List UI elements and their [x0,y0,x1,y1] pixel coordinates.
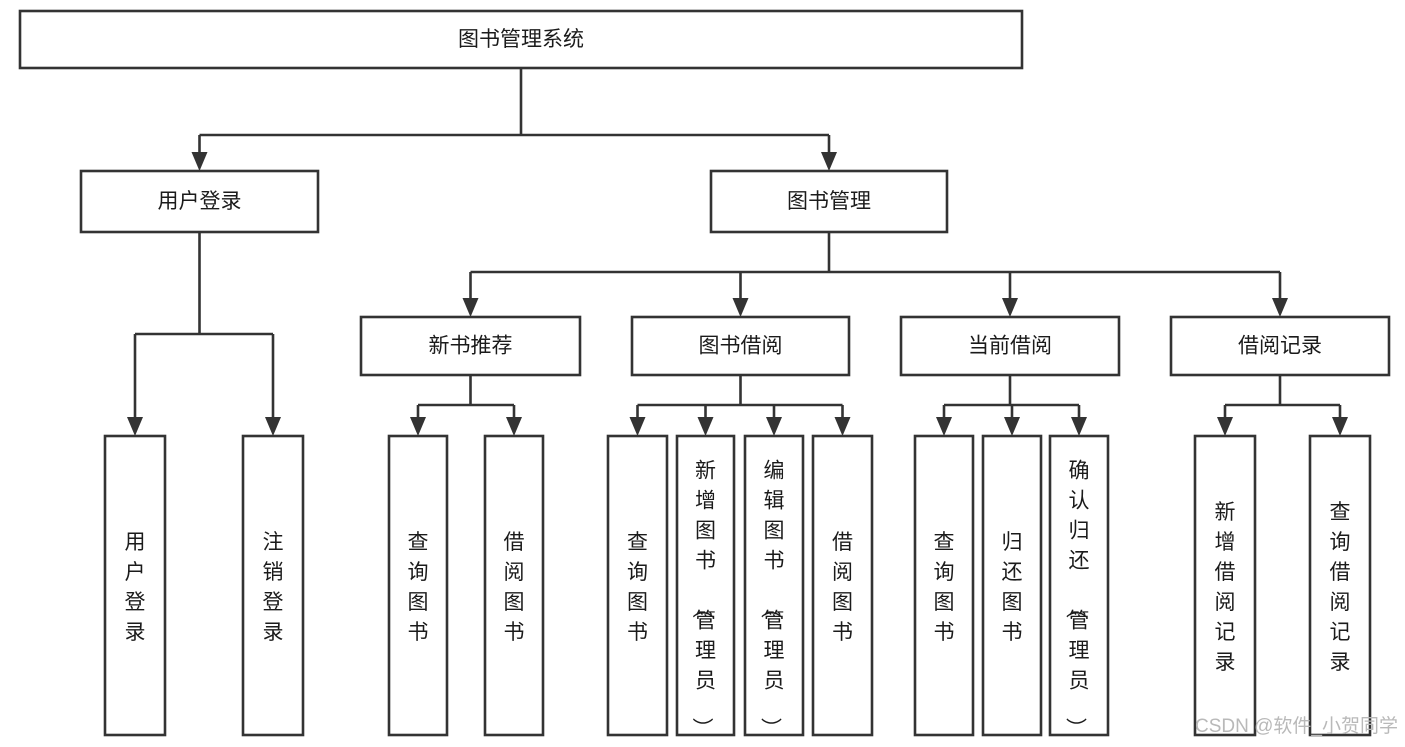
node-book-management-label: 图书管理 [787,190,871,213]
leaf-node[interactable]: 查询图书 [606,434,669,737]
arrow-head-icon [410,417,426,436]
node-user-login[interactable]: 用户登录 [79,169,320,234]
node-book-borrow[interactable]: 图书借阅 [630,315,851,377]
arrow-head-icon [629,417,646,436]
leaf-node[interactable]: 归还图书 [981,434,1043,737]
connectors-layer [127,68,1348,436]
arrow-head-icon [1004,417,1020,436]
leaf-node[interactable]: 新增图书（管理员） [675,434,736,738]
leaf-node[interactable]: 借阅图书 [483,434,545,737]
arrow-head-icon [732,298,749,317]
leaf-node[interactable]: 用户登录 [103,434,167,737]
arrow-head-icon [697,417,714,436]
leaf-node-label: 注销登录 [263,531,284,644]
leaf-node[interactable]: 查询借阅记录 [1308,434,1372,737]
node-book-management[interactable]: 图书管理 [709,169,949,234]
leaf-node-label: 用户登录 [125,531,146,644]
node-borrow-record[interactable]: 借阅记录 [1169,315,1391,377]
node-book-borrow-label: 图书借阅 [699,335,783,358]
arrow-head-icon [834,417,851,436]
leaf-node[interactable]: 编辑图书（管理员） [743,434,805,738]
leaf-node[interactable]: 借阅图书 [811,434,874,737]
arrow-head-icon [506,417,522,436]
arrow-head-icon [1272,298,1288,317]
leaf-node[interactable]: 查询图书 [387,434,449,737]
node-user-login-label: 用户登录 [158,190,242,213]
node-current-borrow-label: 当前借阅 [968,335,1052,358]
leaf-node-label: 借阅图书 [832,531,853,644]
arrow-head-icon [821,152,837,171]
leaf-node-label: 查询图书 [934,531,955,644]
arrow-head-icon [1217,417,1233,436]
node-boxes-layer: 图书管理系统用户登录图书管理新书推荐图书借阅当前借阅借阅记录用户登录注销登录查询… [18,9,1391,738]
arrow-head-icon [936,417,952,436]
leaf-node-label: 归还图书 [1002,531,1023,644]
leaf-node-label: 确认归还（管理员） [1064,459,1090,738]
leaf-node-label: 编辑图书（管理员） [759,459,785,738]
node-current-borrow[interactable]: 当前借阅 [899,315,1121,377]
arrow-head-icon [191,152,208,171]
leaf-node-label: 借阅图书 [504,531,525,644]
arrow-head-icon [1071,417,1087,436]
leaf-node-label: 查询借阅记录 [1330,501,1351,674]
csdn-watermark: CSDN @软件_小贺同学 [1195,715,1398,737]
leaf-node-label: 查询图书 [627,531,648,644]
arrow-head-icon [1332,417,1348,436]
leaf-node[interactable]: 注销登录 [241,434,305,737]
arrow-head-icon [462,298,479,317]
leaf-node-label: 查询图书 [408,531,429,644]
leaf-node-label: 新增图书（管理员） [690,459,716,738]
node-root-system[interactable]: 图书管理系统 [18,9,1024,70]
arrow-head-icon [766,417,782,436]
node-root-system-label: 图书管理系统 [458,28,584,51]
node-new-book-recommend-label: 新书推荐 [429,335,513,358]
arrow-head-icon [127,417,143,436]
leaf-node[interactable]: 新增借阅记录 [1193,434,1257,737]
leaf-node[interactable]: 确认归还（管理员） [1048,434,1110,738]
arrow-head-icon [265,417,281,436]
leaf-node[interactable]: 查询图书 [913,434,975,737]
leaf-node-label: 新增借阅记录 [1215,501,1236,674]
node-borrow-record-label: 借阅记录 [1238,335,1322,358]
arrow-head-icon [1002,298,1018,317]
node-new-book-recommend[interactable]: 新书推荐 [359,315,582,377]
